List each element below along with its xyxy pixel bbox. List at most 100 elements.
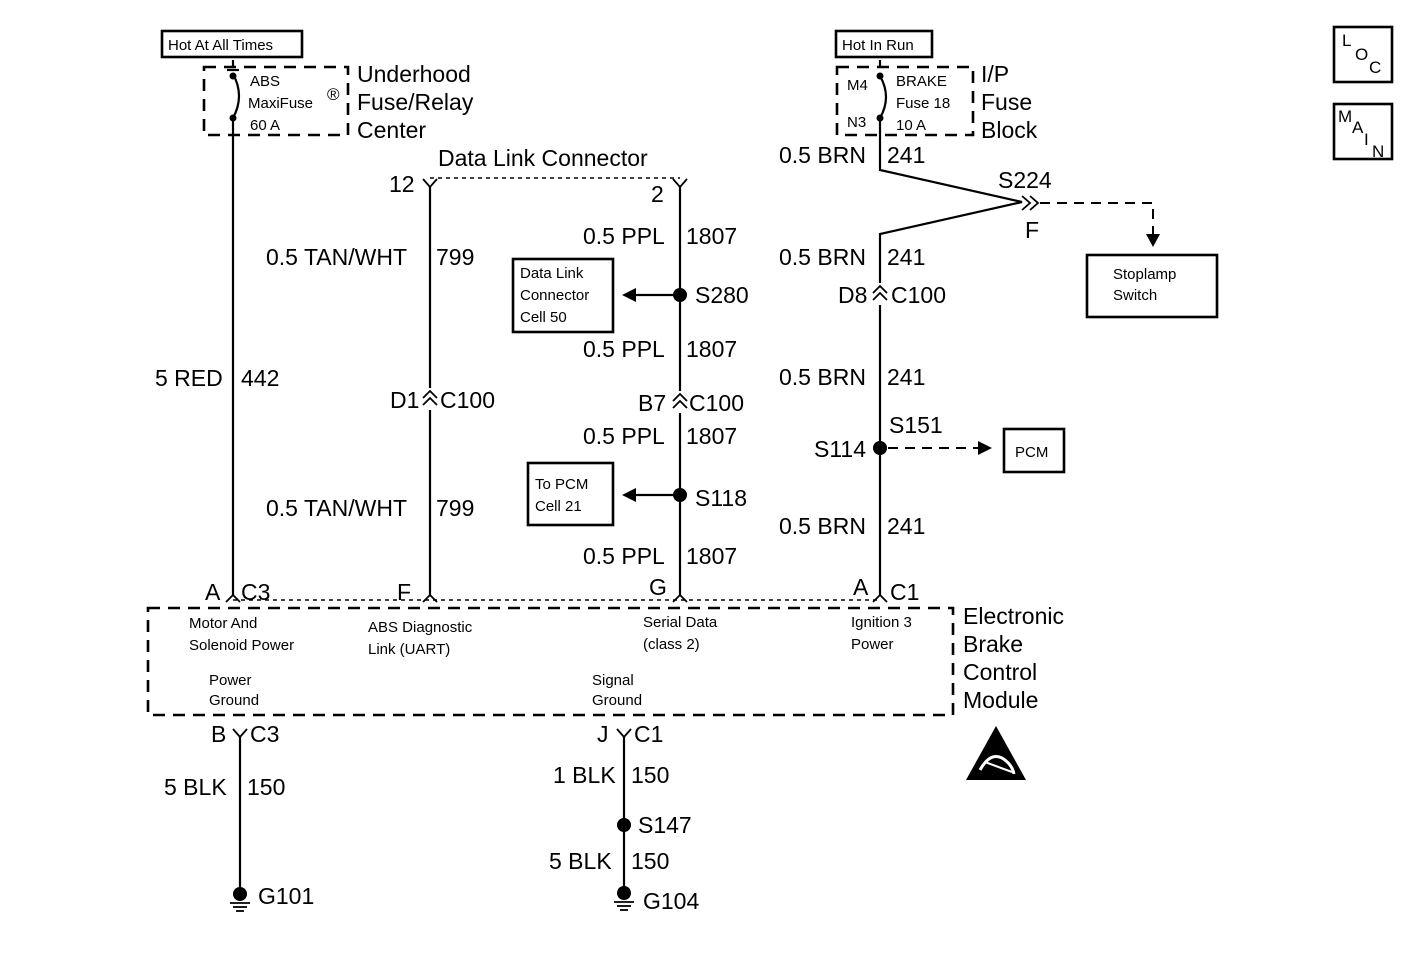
ground-icon [614, 886, 634, 911]
wire-ppl-3: 0.5 PPL [583, 423, 665, 449]
s118-label: S118 [695, 485, 747, 511]
wire-tanwht-1: 0.5 TAN/WHT [266, 244, 407, 270]
ip-m4: M4 [847, 77, 868, 94]
svg-text:Hot In Run: Hot In Run [842, 37, 914, 54]
circuit-1807-2: 1807 [686, 336, 737, 362]
uh-center-l1: Underhood [357, 61, 471, 87]
circuit-241-4: 241 [887, 513, 925, 539]
c100-c-label: C100 [891, 282, 946, 308]
connector-s224 [1021, 195, 1040, 211]
wire-tanwht-2: 0.5 TAN/WHT [266, 495, 407, 521]
ebcm-name-l4: Module [963, 687, 1038, 713]
loc-o: O [1355, 45, 1368, 64]
wire-brn-3: 0.5 BRN [779, 364, 866, 390]
hot-at-all-times-label: Hot At All Times [160, 29, 304, 59]
ip-fuse-l2: Fuse 18 [896, 95, 950, 112]
ground-pin-b: B [211, 721, 226, 747]
g101-label: G101 [258, 883, 314, 909]
ground-pin-j: J [597, 721, 609, 747]
circuit-799-2: 799 [436, 495, 474, 521]
uh-center-l2: Fuse/Relay [357, 89, 474, 115]
pcm-box[interactable]: PCM [1002, 427, 1066, 474]
s224-label: S224 [998, 167, 1052, 193]
connector-c100-d1 [422, 389, 438, 406]
wire-blk-2: 1 BLK [553, 762, 616, 788]
splice-s147 [617, 818, 631, 832]
g104-label: G104 [643, 888, 699, 914]
svg-text:Cell 50: Cell 50 [520, 309, 567, 326]
fuse-icon [232, 73, 241, 119]
uh-fuse-l1: ABS [250, 73, 280, 90]
ip-block-l3: Block [981, 117, 1038, 143]
circuit-150-2: 150 [631, 762, 669, 788]
main-a: A [1352, 118, 1364, 137]
wire-ppl-2: 0.5 PPL [583, 336, 665, 362]
ign-l2: Power [851, 636, 894, 653]
sgnd-l1: Signal [592, 672, 634, 689]
uh-center-l3: Center [357, 117, 426, 143]
loc-button[interactable]: L O C [1332, 25, 1394, 84]
s151-label: S151 [889, 412, 943, 438]
circuit-241-2: 241 [887, 244, 925, 270]
pgnd-l2: Ground [209, 692, 259, 709]
abs-l1: ABS Diagnostic [368, 619, 473, 636]
main-m: M [1338, 107, 1352, 126]
circuit-150-1: 150 [247, 774, 285, 800]
ebcm-conn-c3: C3 [241, 579, 270, 605]
ip-n3: N3 [847, 114, 866, 131]
circuit-1807-1: 1807 [686, 223, 737, 249]
wire-red-label: 5 RED [155, 365, 223, 391]
s280-label: S280 [695, 282, 749, 308]
ground-icon [230, 887, 250, 912]
s147-label: S147 [638, 812, 692, 838]
splice-s114 [873, 441, 887, 455]
motor-l2: Solenoid Power [189, 637, 294, 654]
ign-l1: Ignition 3 [851, 614, 912, 631]
main-n: N [1372, 142, 1384, 161]
dlc-title: Data Link Connector [438, 145, 648, 171]
connector-c100-d8 [872, 284, 888, 301]
uh-fuse-reg: ® [327, 85, 340, 104]
wire-blk-1: 5 BLK [164, 774, 227, 800]
uh-fuse-l3: 60 A [250, 117, 280, 134]
svg-text:Cell 21: Cell 21 [535, 498, 582, 515]
sgnd-l2: Ground [592, 692, 642, 709]
ebcm-pin-a: A [205, 579, 221, 605]
circuit-442: 442 [241, 365, 279, 391]
ebcm-name-l1: Electronic [963, 603, 1064, 629]
circuit-241-3: 241 [887, 364, 925, 390]
circuit-1807-3: 1807 [686, 423, 737, 449]
c100-a-label: C100 [440, 387, 495, 413]
ebcm-pin-f: F [397, 579, 411, 605]
ebcm-box [146, 606, 955, 717]
esd-warning-icon [966, 726, 1026, 780]
dlc-pin2: 2 [651, 181, 664, 207]
d8-label: D8 [838, 282, 867, 308]
splice-s280 [673, 288, 687, 302]
stoplamp-switch-box[interactable]: Stoplamp Switch [1085, 253, 1219, 319]
wire-brn-4: 0.5 BRN [779, 513, 866, 539]
ebcm-name-l2: Brake [963, 631, 1023, 657]
dlc-cell-50-link[interactable]: Data Link Connector Cell 50 [511, 257, 615, 334]
underhood-fuse-box [202, 65, 350, 137]
main-button[interactable]: M A I N [1332, 102, 1394, 161]
ground-conn-c1: C1 [634, 721, 663, 747]
svg-text:PCM: PCM [1015, 444, 1048, 461]
svg-text:Connector: Connector [520, 287, 589, 304]
circuit-150-3: 150 [631, 848, 669, 874]
b7-label: B7 [638, 390, 666, 416]
motor-l1: Motor And [189, 615, 257, 632]
circuit-1807-4: 1807 [686, 543, 737, 569]
c100-b-label: C100 [689, 390, 744, 416]
svg-text:Data Link: Data Link [520, 265, 584, 282]
ebcm-name-l3: Control [963, 659, 1037, 685]
s224-f-label: F [1025, 217, 1039, 243]
wire-blk-3: 5 BLK [549, 848, 612, 874]
svg-text:Switch: Switch [1113, 287, 1157, 304]
pcm-cell-21-link[interactable]: To PCM Cell 21 [526, 461, 615, 527]
circuit-241-1: 241 [887, 142, 925, 168]
svg-text:Hot At All Times: Hot At All Times [168, 37, 273, 54]
d1-label: D1 [390, 387, 419, 413]
abs-l2: Link (UART) [368, 641, 450, 658]
